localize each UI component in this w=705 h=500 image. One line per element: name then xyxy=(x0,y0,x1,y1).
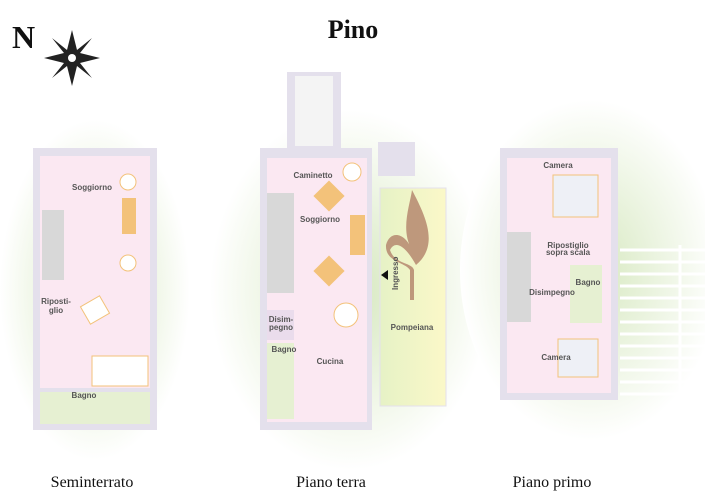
room-label: Pompeiana xyxy=(391,323,434,332)
room-label: Soggiorno xyxy=(72,183,112,192)
room-label: Bagno xyxy=(72,391,97,400)
plan-title: Pino xyxy=(328,15,379,44)
room-label: Soggiorno xyxy=(300,215,340,224)
room-label: Disimpegno xyxy=(529,288,575,297)
room-label: Bagno xyxy=(272,345,297,354)
floor-piano-primo: Camera Ripostiglio sopra scala Disimpegn… xyxy=(460,100,705,491)
floor-caption: Seminterrato xyxy=(51,474,134,491)
room-label: Disim- xyxy=(269,315,294,324)
fleur-de-lis-watermark-icon xyxy=(385,190,429,300)
room-label: Camera xyxy=(541,353,571,362)
floor-caption: Piano primo xyxy=(513,474,592,491)
room-label: Bagno xyxy=(576,278,601,287)
room-label: Ripostiglio xyxy=(547,241,588,250)
entrance-arrow-icon xyxy=(381,270,388,280)
floor-caption: Piano terra xyxy=(296,474,366,491)
room-label: glio xyxy=(49,306,63,315)
floor-seminterrato: Soggiorno Riposti- glio Bagno Seminterra… xyxy=(0,120,190,491)
room-label: Riposti- xyxy=(41,297,71,306)
room-label: pegno xyxy=(269,323,293,332)
compass-star-icon xyxy=(44,30,100,86)
floor-piano-terra: Caminetto Soggiorno Disim- pegno Bagno C… xyxy=(210,72,490,491)
north-letter: N xyxy=(12,19,35,55)
room-label: Camera xyxy=(543,161,573,170)
room-label: Caminetto xyxy=(293,171,332,180)
entrance-label: Ingresso xyxy=(391,257,400,290)
room-label: sopra scala xyxy=(546,248,591,257)
room-label: Cucina xyxy=(317,357,344,366)
